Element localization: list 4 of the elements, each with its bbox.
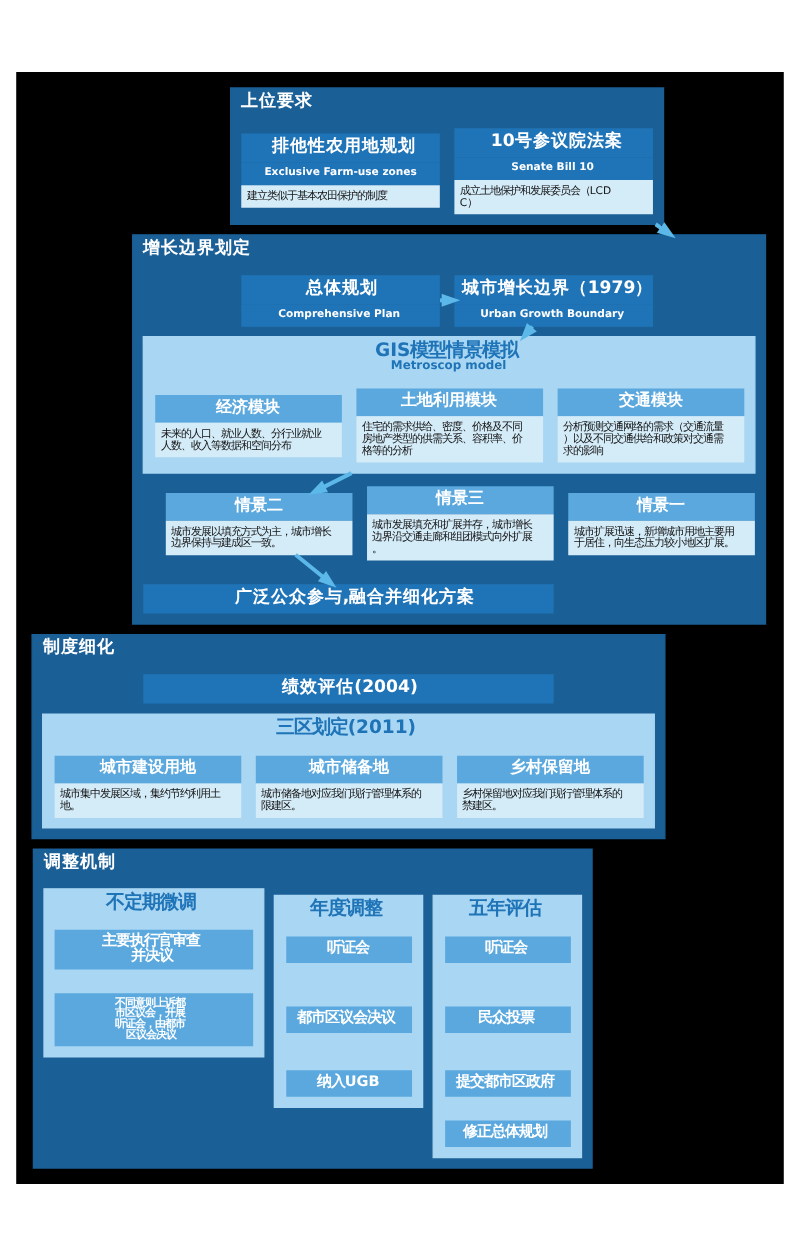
arrow <box>294 552 337 587</box>
node-box: 绩效评估(2004) <box>143 673 554 703</box>
arrow <box>308 470 353 494</box>
node-box: 广泛公众参与,融合并细化方案 <box>143 583 554 613</box>
